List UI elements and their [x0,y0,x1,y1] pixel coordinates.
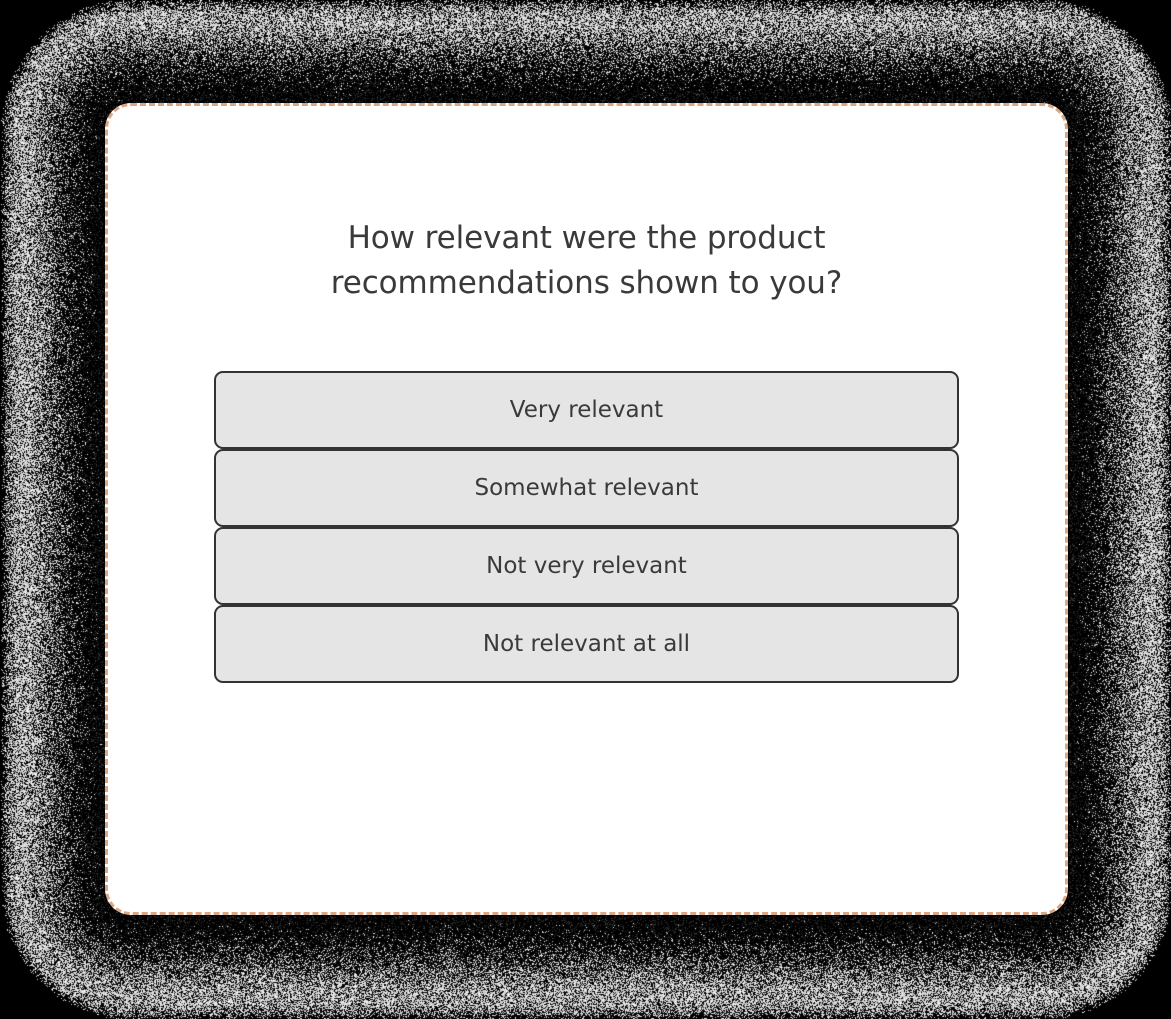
survey-card: How relevant were the product recommenda… [105,103,1068,915]
option-button-very-relevant[interactable]: Very relevant [214,371,959,449]
list-item: Very relevant [214,371,959,449]
list-item: Not very relevant [214,527,959,605]
option-button-somewhat-relevant[interactable]: Somewhat relevant [214,449,959,527]
answer-options-list: Very relevant Somewhat relevant Not very… [214,371,959,683]
option-button-not-very-relevant[interactable]: Not very relevant [214,527,959,605]
page-title: How relevant were the product recommenda… [207,106,967,306]
option-button-not-relevant-at-all[interactable]: Not relevant at all [214,605,959,683]
list-item: Somewhat relevant [214,449,959,527]
list-item: Not relevant at all [214,605,959,683]
